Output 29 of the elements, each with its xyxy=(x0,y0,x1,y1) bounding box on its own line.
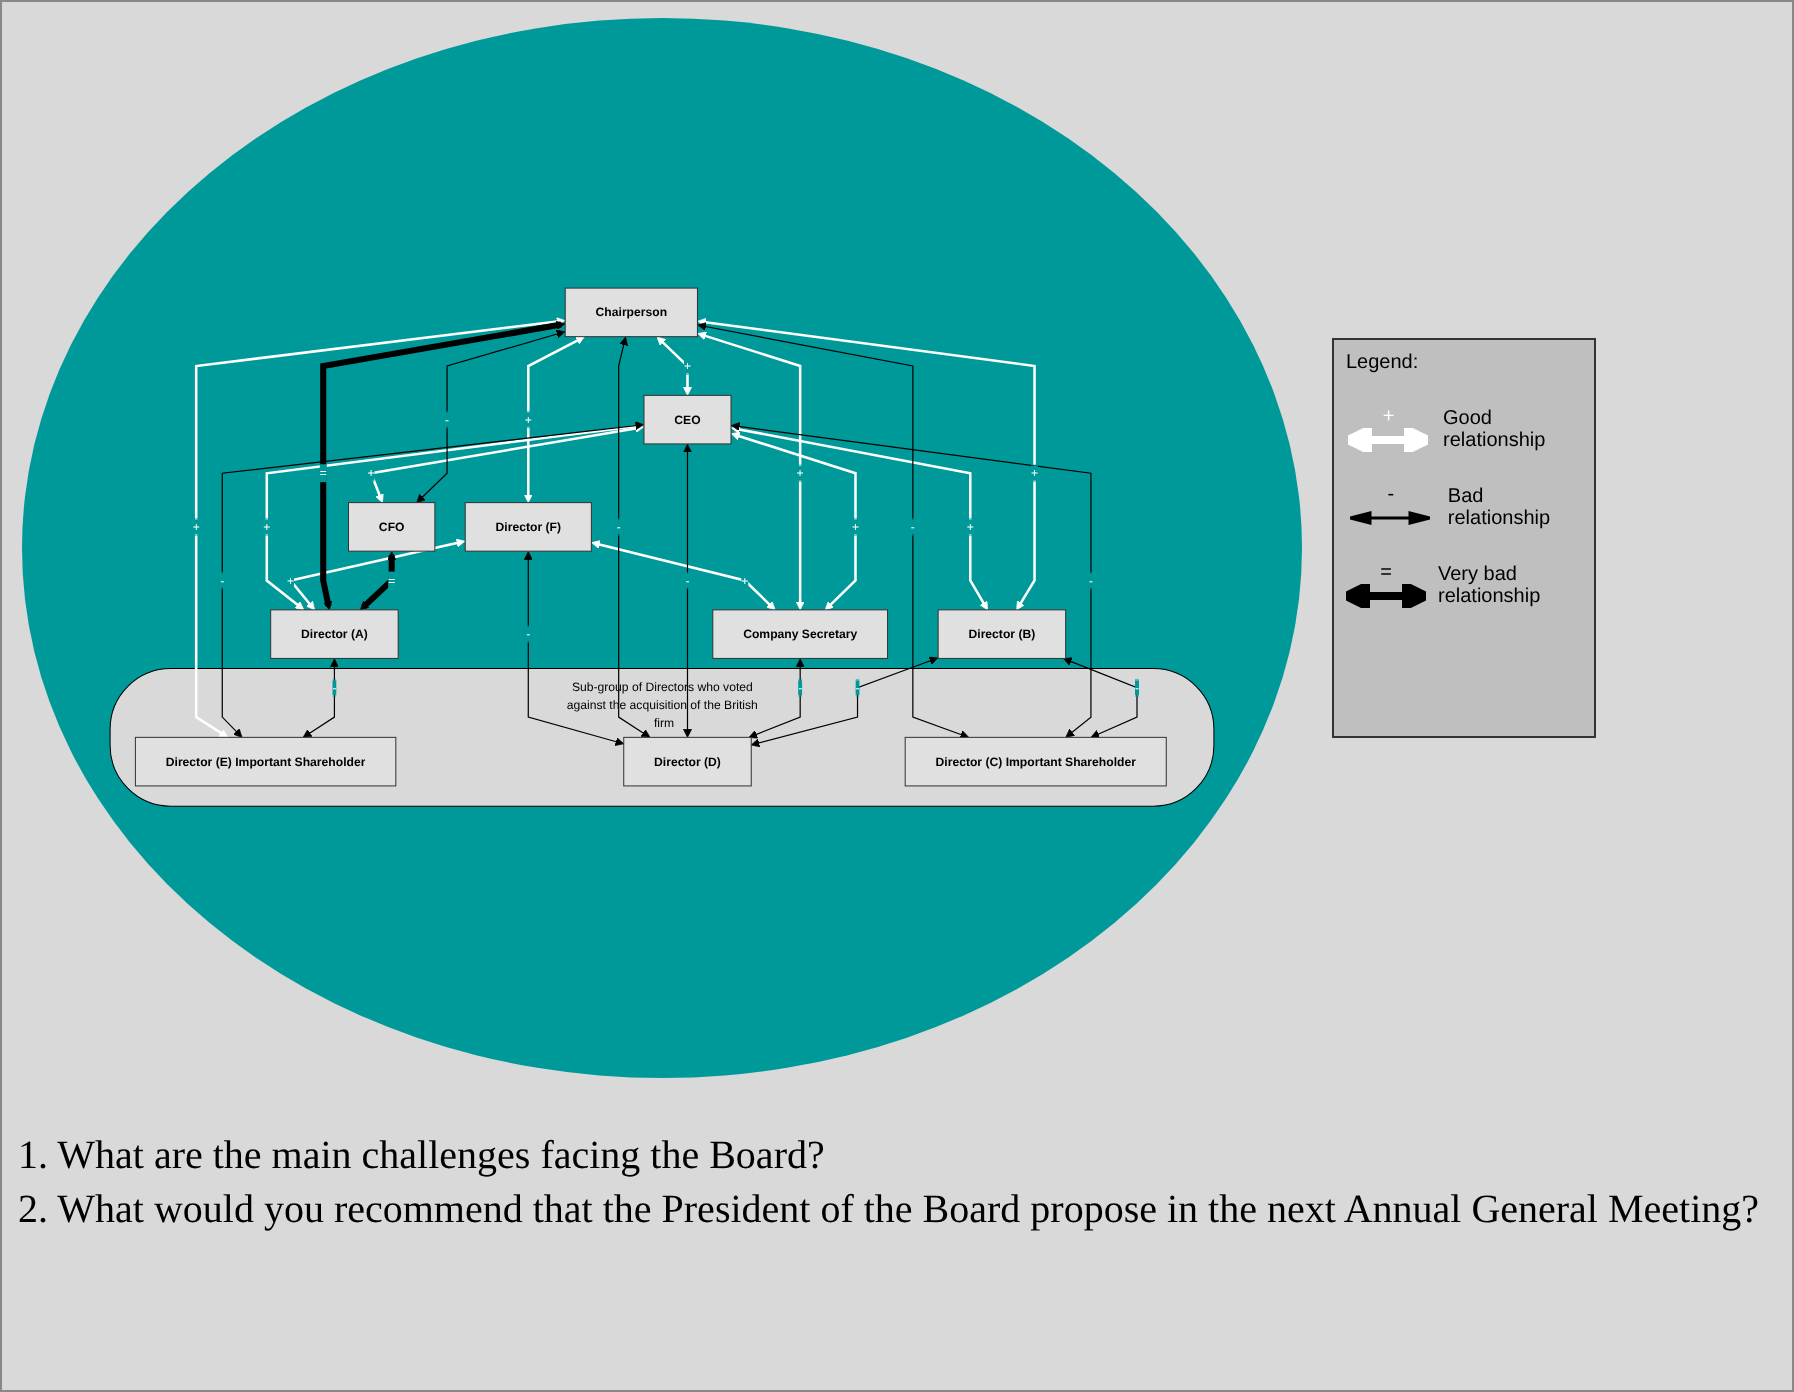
node-box xyxy=(270,610,399,660)
arrow xyxy=(359,552,397,612)
arrow xyxy=(591,541,776,612)
relationship-sign: - xyxy=(1387,484,1395,506)
node-box xyxy=(464,502,592,553)
arrow xyxy=(731,425,988,612)
arrow xyxy=(697,323,970,740)
node-box xyxy=(904,737,1167,788)
cluster xyxy=(109,668,1215,808)
arrow xyxy=(416,330,566,504)
legend-title: Legend: xyxy=(1346,352,1421,374)
arrow xyxy=(320,321,566,612)
legend-text: Very bad relationship xyxy=(1438,563,1543,607)
relationship-sign: + xyxy=(1382,406,1395,428)
arrow xyxy=(697,318,1036,612)
arrow xyxy=(750,657,939,749)
relationship-sign: = xyxy=(1380,562,1392,584)
node-box xyxy=(712,610,889,660)
node-box xyxy=(348,502,436,553)
question-text: 1. What are the main challenges facing the Board? xyxy=(18,1132,827,1182)
node-box xyxy=(564,288,698,339)
node-box xyxy=(643,395,732,446)
legend-text: Good relationship xyxy=(1443,407,1548,451)
node-box xyxy=(623,737,752,788)
question-text: 2. What would you recommend that the President of the Board propose in the next Annual General Meeting? xyxy=(18,1186,1762,1236)
legend-text: Bad relationship xyxy=(1447,485,1553,529)
node-box xyxy=(937,610,1067,660)
arrow xyxy=(731,432,857,612)
node-box xyxy=(134,737,397,788)
